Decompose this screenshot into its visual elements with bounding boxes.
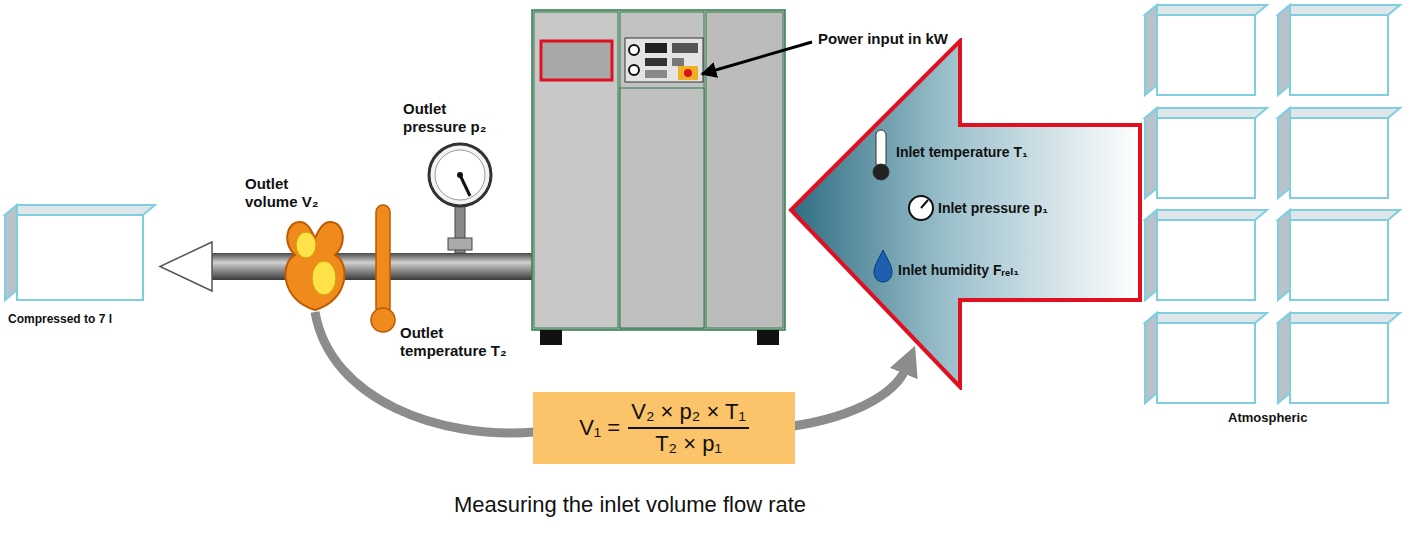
air-cube bbox=[5, 205, 155, 300]
part-label: Outlet temperature T₂ bbox=[400, 324, 530, 360]
flow-meter bbox=[285, 222, 344, 310]
air-cube bbox=[1145, 313, 1267, 403]
inlet-parameter: Inlet humidity Fᵣₑₗ₁ bbox=[898, 262, 1019, 278]
caption: Measuring the inlet volume flow rate bbox=[330, 492, 930, 518]
formula-lhs: V₁ = bbox=[579, 415, 620, 441]
part-label: Compressed to 7 l bbox=[8, 312, 178, 326]
air-cube bbox=[1145, 5, 1267, 95]
air-cube bbox=[1278, 108, 1400, 198]
outlet-arrowhead bbox=[160, 242, 212, 291]
inlet-parameter: Inlet temperature T₁ bbox=[896, 144, 1028, 160]
part-label: Atmospheric bbox=[1228, 410, 1348, 426]
flow-curve bbox=[778, 368, 906, 428]
air-cube bbox=[1278, 210, 1400, 300]
flow-curve bbox=[315, 312, 535, 433]
pressure-gauge bbox=[429, 144, 491, 253]
air-cube bbox=[1145, 108, 1267, 198]
part-label: Outlet volume V₂ bbox=[245, 175, 335, 211]
inlet-arrow: Inlet temperature T₁ Inlet pressure p₁ Inl… bbox=[788, 38, 1144, 390]
outlet-thermometer bbox=[371, 205, 395, 332]
air-volume-cubes bbox=[5, 5, 1400, 403]
formula-box: V₁ = V₂ × p₂ × T₁T₂ × p₁ bbox=[533, 392, 795, 464]
air-cube bbox=[1145, 210, 1267, 300]
air-cube bbox=[1278, 313, 1400, 403]
formula-numerator: V₂ × p₂ × T₁ bbox=[628, 399, 749, 429]
part-label: Outlet pressure p₂ bbox=[403, 100, 503, 136]
part-label: Power input in kW bbox=[818, 30, 1018, 48]
air-cube bbox=[1278, 5, 1400, 95]
pipe bbox=[190, 253, 535, 280]
fraction: V₂ × p₂ × T₁T₂ × p₁ bbox=[628, 399, 749, 457]
inlet-parameter: Inlet pressure p₁ bbox=[938, 200, 1048, 216]
leader-arrow bbox=[702, 42, 812, 74]
formula-denominator: T₂ × p₁ bbox=[655, 429, 722, 457]
